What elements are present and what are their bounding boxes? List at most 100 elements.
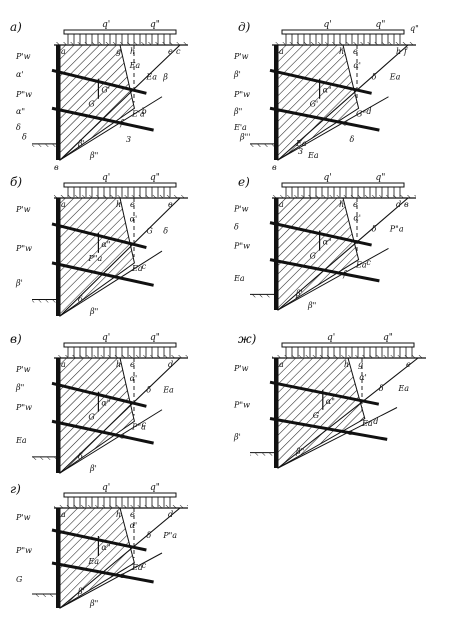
point-label-h: h xyxy=(344,360,349,369)
force-label: δ xyxy=(16,123,21,132)
point-label-e: e xyxy=(406,360,411,369)
point-label-d: d xyxy=(168,510,173,519)
load-label-q2: q" xyxy=(376,173,386,183)
load-label-q1: q' xyxy=(324,173,332,183)
force-label: P"a xyxy=(87,254,102,263)
force-label: α' xyxy=(353,61,361,70)
force-label: G xyxy=(313,411,320,420)
slip-line-2 xyxy=(277,407,398,469)
anchor-rod-2 xyxy=(269,106,380,132)
point-label-e: e xyxy=(353,200,358,209)
load-label-q1: q' xyxy=(102,483,110,493)
force-label: P"w xyxy=(15,90,32,99)
force-label: G xyxy=(16,575,23,584)
force-label: P"a xyxy=(131,422,146,431)
point-label-g: g xyxy=(116,47,121,56)
point-label-3: 3 xyxy=(298,147,303,156)
base-ground-hatch xyxy=(250,452,274,456)
ground-surface xyxy=(54,42,188,45)
force-label: α' xyxy=(359,373,367,382)
slip-line xyxy=(59,357,181,474)
slip-line-2 xyxy=(59,552,163,609)
point-label-a: a xyxy=(61,47,66,56)
load-bar xyxy=(63,29,177,35)
slip-line-2 xyxy=(59,96,163,161)
force-label: β' xyxy=(15,278,23,287)
panel-label-d: д) xyxy=(238,20,251,34)
anchor-rod-1 xyxy=(51,68,147,95)
point-label-e: e xyxy=(130,200,135,209)
force-label: Ea xyxy=(307,151,319,160)
panel-label-a: а) xyxy=(10,20,22,34)
force-label: Ea xyxy=(129,61,141,70)
force-label: P"w xyxy=(15,546,32,555)
force-label: Ea xyxy=(87,557,99,566)
base-ground-hatch xyxy=(32,594,56,597)
force-label: δ xyxy=(234,222,239,231)
point-label-a: a xyxy=(61,200,66,209)
ground-surface xyxy=(272,355,426,358)
anchor-rod-2 xyxy=(51,106,154,132)
point-label-c: c xyxy=(142,561,147,570)
slip-line xyxy=(277,44,409,161)
anchor-rod-1 xyxy=(269,221,372,247)
slip-line-2 xyxy=(277,247,389,311)
force-label: G xyxy=(88,100,95,109)
point-label-h: h xyxy=(116,200,121,209)
force-label: Ea xyxy=(355,260,367,269)
load-bar xyxy=(281,29,405,35)
point-label-a: a xyxy=(279,360,284,369)
panel-label-zh: ж) xyxy=(238,332,257,346)
point-label-h: h xyxy=(339,47,344,56)
force-label: P'w xyxy=(15,52,31,61)
slip-line-2 xyxy=(59,409,163,474)
point-label-в: в xyxy=(272,163,277,172)
force-label: G' xyxy=(101,86,110,95)
force-label: α" xyxy=(101,240,110,249)
force-label: Ea xyxy=(131,264,143,273)
ground-surface xyxy=(272,195,416,198)
force-label: E'a xyxy=(233,123,247,132)
force-label: δ xyxy=(78,295,83,304)
force-label: β" xyxy=(89,599,98,608)
force-label: β' xyxy=(233,432,241,441)
load-label-q2: q" xyxy=(383,333,393,343)
load-label-q2: q" xyxy=(150,173,160,183)
force-label: δ xyxy=(372,225,377,234)
force-label: G xyxy=(88,413,95,422)
retaining-wall xyxy=(56,358,60,473)
anchor-rod-2 xyxy=(51,261,154,287)
force-label: δ xyxy=(78,452,83,461)
force-label: G' xyxy=(310,100,319,109)
point-label-c: c xyxy=(142,420,147,429)
base-ground-hatch xyxy=(32,456,56,460)
anchor-rod-1 xyxy=(269,68,372,95)
anchor-rod-1 xyxy=(51,222,147,250)
anchor-rod-2 xyxy=(269,417,388,441)
load-label-q1: q' xyxy=(327,333,335,343)
force-label: Ea xyxy=(131,563,143,572)
force-label: Ea xyxy=(361,419,373,428)
point-label-f: f xyxy=(403,47,409,56)
force-label: α" xyxy=(326,397,335,406)
soil-wedge xyxy=(59,197,135,317)
point-label-c: c xyxy=(142,262,147,271)
force-label: δ xyxy=(350,135,355,144)
force-label: P"w xyxy=(233,401,250,410)
point-label-в: в xyxy=(404,200,409,209)
slip-line xyxy=(59,507,181,609)
retaining-wall xyxy=(56,198,60,316)
retaining-wall xyxy=(56,508,60,608)
force-label: α' xyxy=(353,213,361,222)
load-bar xyxy=(281,182,405,188)
force-label: α" xyxy=(101,399,110,408)
force-label: Ea xyxy=(162,386,174,395)
soil-wedge xyxy=(277,44,360,161)
slip-line xyxy=(277,197,409,311)
force-label: P"w xyxy=(233,90,250,99)
force-label: δ xyxy=(146,531,151,540)
